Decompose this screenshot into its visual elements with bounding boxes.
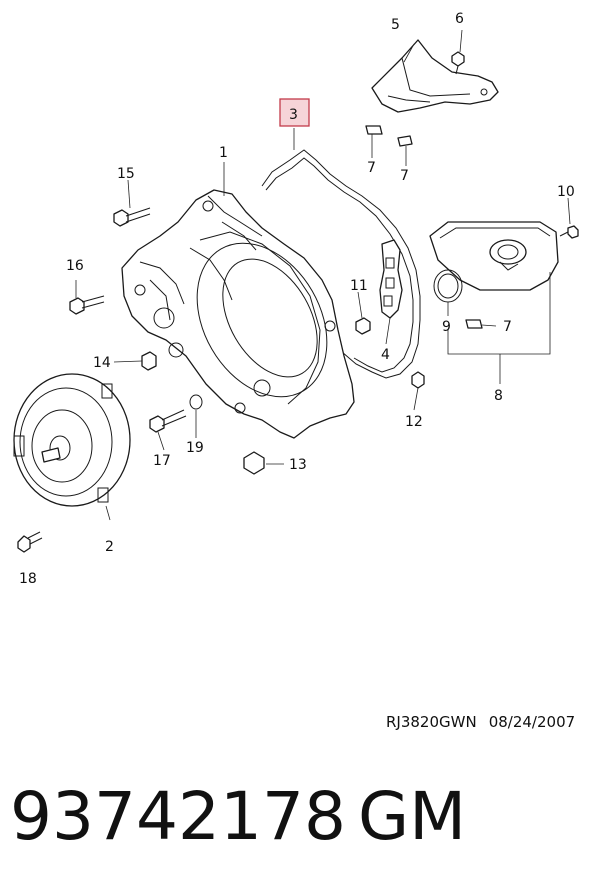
callout-18: 18 (19, 571, 37, 587)
callout-17: 17 (153, 453, 171, 469)
callout-2: 2 (105, 539, 114, 555)
callout-16: 16 (66, 258, 84, 274)
transmission-case-part (121, 189, 355, 439)
plate-part (379, 239, 403, 319)
callout-12: 12 (405, 414, 423, 430)
nut-14-part (141, 351, 157, 371)
bolt-17-part (149, 409, 187, 433)
reference-code: RJ3820GWN (386, 713, 477, 731)
reference-date: 08/24/2007 (488, 713, 576, 731)
callout-14: 14 (93, 355, 111, 371)
callout-9: 9 (442, 319, 451, 335)
callout-15: 15 (117, 166, 135, 182)
make-label: GM (358, 778, 467, 855)
seal-9-part (433, 269, 463, 303)
bolt-16-part (69, 295, 105, 315)
callout-11: 11 (350, 278, 368, 294)
nut-11-part (355, 317, 371, 335)
torque-converter-part (13, 373, 131, 507)
filter-part (429, 221, 559, 291)
bolt-15-part (113, 207, 151, 227)
washer-19-part (189, 394, 203, 410)
callout-labels: 1 2 3 4 5 6 7 7 7 8 9 10 11 12 13 14 15 … (19, 11, 575, 587)
highlight-box (279, 98, 310, 127)
clip-parts (365, 125, 483, 329)
callout-13: 13 (289, 457, 307, 473)
callout-7c: 7 (503, 319, 512, 335)
part-footer: 93742178 GM (0, 770, 600, 870)
callout-5: 5 (391, 17, 400, 33)
bolt-6-part (451, 51, 465, 75)
callout-7a: 7 (367, 160, 376, 176)
callout-4: 4 (381, 347, 390, 363)
part-number: 93742178 (10, 778, 346, 855)
callout-6: 6 (455, 11, 464, 27)
callout-1: 1 (219, 145, 228, 161)
callout-10: 10 (557, 184, 575, 200)
callout-7b: 7 (400, 168, 409, 184)
plug-13-part (243, 451, 265, 475)
leader-lines (75, 29, 571, 521)
bolt-18-part (17, 531, 43, 553)
diagram-reference: RJ3820GWN 08/24/2007 (386, 713, 587, 731)
bolt-10-part (559, 225, 579, 239)
callout-3[interactable]: 3 (289, 107, 298, 123)
callout-19: 19 (186, 440, 204, 456)
plug-12-part (411, 371, 425, 389)
callout-8: 8 (494, 388, 503, 404)
heat-shield-part (371, 39, 499, 113)
